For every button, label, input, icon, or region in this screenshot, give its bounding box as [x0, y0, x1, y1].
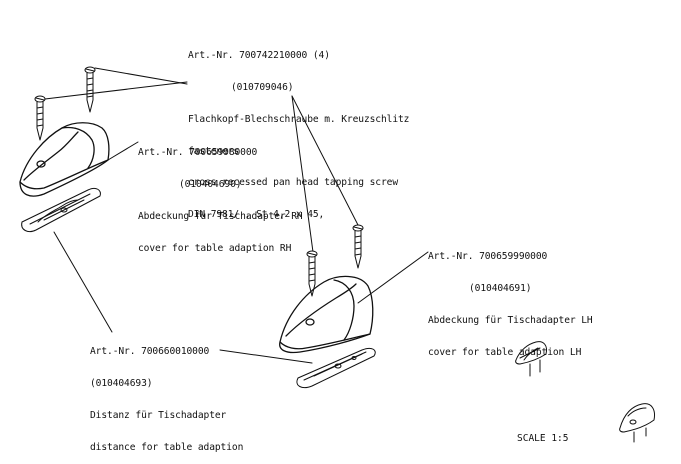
spacer-part-top: [21, 187, 101, 233]
leader-cover-rh: [107, 141, 139, 161]
assembled-view-small-2: [619, 403, 655, 443]
screw-right-a: [306, 250, 318, 297]
screw-left-a: [34, 95, 46, 141]
cover-lh-art-nr: Art.-Nr. 700659990000: [428, 251, 548, 263]
leader-lines: [44, 67, 429, 364]
cover-lh-alt-nr: (010404691): [469, 282, 532, 294]
cover-lh-desc-en: cover for table adaption LH: [428, 346, 582, 358]
leader-screw-right-1: [291, 95, 314, 253]
screw-desc-de: Flachkopf-Blechschraube m. Kreuzschlitz: [188, 113, 410, 125]
cover-rh-label: Art.-Nr. 700659980000 (010404690) Abdeck…: [138, 127, 303, 265]
screw-label: Art.-Nr. 700742210000 (4) (010709046) Fl…: [188, 30, 409, 231]
cover-lh-part: [279, 275, 374, 354]
scale-note: SCALE 1:5: [517, 433, 569, 444]
spacer-art-nr: Art.-Nr. 700660010000: [90, 346, 210, 358]
assembled-view-small-1: [515, 341, 547, 377]
cover-lh-desc-de: Abdeckung für Tischadapter LH: [428, 314, 593, 326]
spacer-label: Art.-Nr. 700660010000 (010404693) Distan…: [90, 326, 243, 464]
screw-art-nr: Art.-Nr. 700742210000 (4): [188, 50, 330, 62]
screw-desc-en1: fasteners: [188, 145, 240, 157]
cover-rh-part: [19, 122, 110, 197]
cover-rh-alt-nr: (010404690): [179, 178, 242, 190]
leader-spacer-1: [53, 231, 113, 333]
leader-cover-lh: [357, 251, 429, 304]
spacer-desc-en: distance for table adaption: [90, 441, 244, 453]
cover-rh-desc-de: Abdeckung für Tischadapter RH: [138, 210, 303, 222]
spacer-part-bottom: [296, 347, 376, 389]
cover-rh-desc-en: cover for table adaption RH: [138, 242, 292, 254]
screw-right-b: [352, 224, 364, 269]
cover-rh-art-nr: Art.-Nr. 700659980000: [138, 147, 258, 159]
spacer-desc-de: Distanz für Tischadapter: [90, 409, 227, 421]
leader-screw-left-2: [94, 67, 188, 85]
spacer-alt-nr: (010404693): [90, 377, 153, 389]
leader-spacer-2: [219, 349, 313, 364]
leader-screw-left-1: [44, 81, 188, 100]
screw-alt-nr: (010709046): [231, 81, 294, 93]
screw-norm: DIN 7981/ , St 4,2 x 45,: [188, 209, 325, 221]
screw-desc-en2: cross recessed pan head tapping screw: [188, 177, 399, 189]
screw-left-b: [84, 66, 96, 113]
leader-screw-right-2: [291, 95, 359, 226]
cover-lh-label: Art.-Nr. 700659990000 (010404691) Abdeck…: [428, 231, 593, 369]
